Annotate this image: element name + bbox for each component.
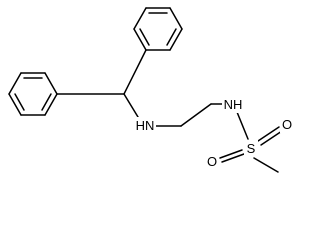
bond <box>169 7 183 30</box>
sulfur-label: S <box>247 141 256 156</box>
double-bond-inner <box>14 93 25 111</box>
bond <box>8 93 22 116</box>
bond <box>8 72 22 95</box>
bond <box>133 7 147 30</box>
bond-ring-to-ch <box>123 49 147 95</box>
bond-nh-to-s <box>236 111 249 140</box>
sulfonamide-nh-label: NH <box>224 97 243 112</box>
double-bond-s-o <box>221 153 245 163</box>
lower-phenyl-ring <box>8 72 58 116</box>
oxygen-top-label: O <box>282 117 292 132</box>
double-bond-inner <box>166 28 177 46</box>
bond-ch-to-nh <box>123 93 139 118</box>
label-background <box>222 96 244 113</box>
amine-nh-label: HN <box>136 118 155 133</box>
double-bond-s-o <box>260 130 283 146</box>
bond-s-to-methyl <box>253 157 279 173</box>
bond <box>133 28 147 51</box>
oxygen-bottom-label: O <box>207 154 217 169</box>
double-bond-s-o <box>257 126 280 142</box>
upper-phenyl-ring <box>133 7 183 51</box>
bond-ch2-to-ch2 <box>180 103 212 127</box>
double-bond-s-o <box>219 149 243 159</box>
label-background <box>244 140 258 157</box>
bond <box>44 93 58 116</box>
atom-labels: HN NH S O O <box>134 96 294 170</box>
bond <box>169 28 183 51</box>
double-bond-inner <box>139 28 150 46</box>
label-background <box>280 116 294 133</box>
bond <box>44 72 58 95</box>
molecule-drawing: HN NH S O O <box>8 7 294 173</box>
label-background <box>205 153 219 170</box>
structure-diagram: HN NH S O O <box>8 7 294 173</box>
double-bond-inner <box>41 93 52 111</box>
sulfonyl-double-bonds <box>219 126 283 163</box>
label-background <box>134 117 156 134</box>
backbone-bonds <box>56 49 279 173</box>
